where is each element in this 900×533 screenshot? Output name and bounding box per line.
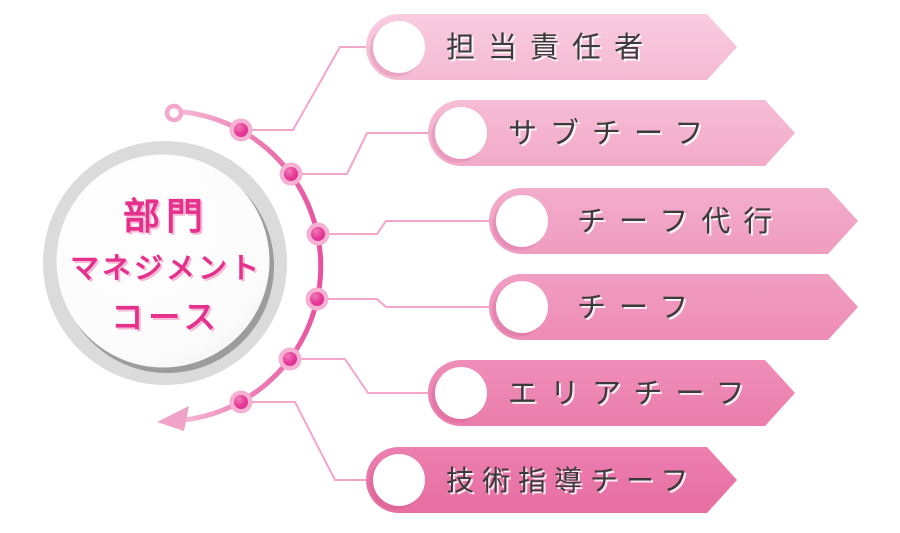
banner-shape	[428, 100, 795, 166]
connector-line	[318, 220, 497, 235]
step-circle	[496, 195, 548, 247]
step-banner-5: エリアチーフ	[428, 360, 795, 426]
step-circle	[435, 107, 487, 159]
step-banner-4: チーフ	[489, 274, 858, 340]
step-circle	[373, 454, 425, 506]
banner-shape	[366, 14, 737, 80]
step-banner-3: チーフ代行	[489, 188, 858, 254]
connector-line	[241, 46, 374, 131]
arc-node	[279, 162, 303, 186]
arc-node	[278, 347, 302, 371]
step-label: 担当責任者	[446, 31, 656, 64]
step-label: チーフ代行	[577, 205, 785, 238]
course-title-line-3: コース	[111, 299, 220, 335]
arc-node	[229, 390, 253, 414]
connector-line	[317, 298, 497, 308]
banner-shape	[366, 447, 737, 513]
course-circle-face	[56, 154, 270, 368]
step-circle	[373, 21, 425, 73]
step-label: サブチーフ	[508, 117, 716, 150]
step-label: エリアチーフ	[508, 378, 758, 410]
step-banner-2: サブチーフ	[428, 100, 795, 166]
connector-line	[291, 132, 436, 175]
connector-line	[290, 358, 436, 394]
step-circle	[435, 367, 487, 419]
connector-line	[241, 401, 374, 481]
step-label: チーフ	[577, 292, 701, 324]
banner-shape	[489, 188, 858, 254]
arc-node	[229, 118, 253, 142]
course-title-line-1: 部門	[123, 196, 209, 238]
step-circle	[496, 281, 548, 333]
arc-node	[306, 222, 330, 246]
arc-nodes	[229, 118, 330, 414]
banner-shape	[428, 360, 795, 426]
arrow-head-icon	[157, 406, 189, 431]
step-banner-1: 担当責任者	[366, 14, 737, 80]
step-banner-6: 技術指導チーフ	[366, 447, 737, 513]
course-title-line-2: マネジメント	[70, 253, 262, 285]
connector-lines	[241, 46, 497, 481]
arc-start-ring-icon	[164, 103, 184, 123]
arc-node	[305, 287, 329, 311]
banner-shape	[489, 274, 858, 340]
step-label: 技術指導チーフ	[446, 465, 696, 496]
course-circle: 部門 マネジメント コース	[43, 141, 287, 385]
